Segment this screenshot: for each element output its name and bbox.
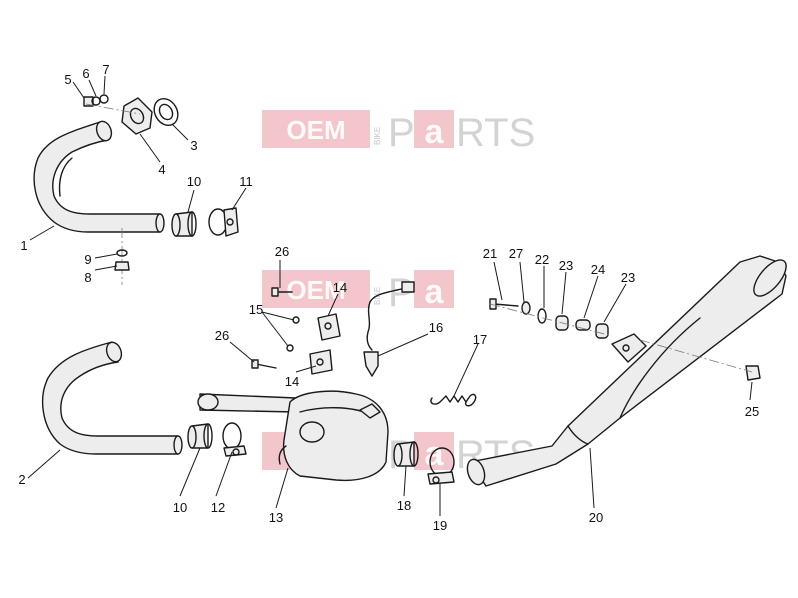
callout-14-lower: 14: [285, 374, 299, 389]
callout-25: 25: [745, 404, 759, 419]
pipe-sleeve-upper: [171, 211, 197, 237]
callout-7: 7: [102, 62, 109, 77]
callout-6: 6: [82, 66, 89, 81]
callout-26-upper: 26: [275, 244, 289, 259]
silencer: [466, 255, 787, 487]
watermark-p-text: P: [388, 111, 415, 155]
muffler-washer: [521, 301, 531, 315]
stud-nut: [83, 94, 141, 115]
callout-9: 9: [84, 252, 91, 267]
muffler-clamp: [427, 447, 455, 485]
watermark-rts-text: RTS: [456, 111, 535, 155]
callout-15: 15: [249, 302, 263, 317]
callout-13: 13: [269, 510, 283, 525]
callout-23-right: 23: [621, 270, 635, 285]
callout-14-upper: 14: [333, 280, 347, 295]
callout-26-lower: 26: [215, 328, 229, 343]
callout-16: 16: [429, 320, 443, 335]
callout-10-lower: 10: [173, 500, 187, 515]
callout-19: 19: [433, 518, 447, 533]
callout-12: 12: [211, 500, 225, 515]
cap-nut: [745, 365, 761, 381]
oxygen-sensor: [363, 281, 415, 377]
mounting-bracket-upper: [317, 313, 341, 341]
callout-24: 24: [591, 262, 605, 277]
callout-2: 2: [18, 472, 25, 487]
callout-4: 4: [158, 162, 165, 177]
header-pipe-upper: [33, 120, 165, 233]
callout-23-left: 23: [559, 258, 573, 273]
mounting-bracket-lower: [309, 349, 333, 375]
watermark-p-text: P: [388, 271, 415, 315]
watermark-oem-text: OEM: [286, 115, 345, 145]
pipe-clamp-upper: [208, 207, 239, 237]
flange-gasket: [153, 97, 179, 127]
callout-11: 11: [239, 174, 253, 189]
callout-5: 5: [64, 72, 71, 87]
pipe-sleeve-lower: [187, 423, 213, 449]
watermark-a-text: a: [425, 113, 445, 151]
watermark-a-text: a: [425, 273, 445, 311]
leader-lines: [27, 75, 753, 516]
muffler-sleeve: [393, 441, 419, 467]
bolt-lower: [251, 359, 277, 369]
callout-27: 27: [509, 246, 523, 261]
callout-10-upper: 10: [187, 174, 201, 189]
callout-8: 8: [84, 270, 91, 285]
muffler-spacer: [537, 308, 547, 324]
drain-bolt-washer: [114, 228, 130, 285]
watermark-bike-text: BIKE: [373, 127, 382, 145]
bolt-upper: [271, 287, 293, 297]
callout-22: 22: [535, 252, 549, 267]
callout-3: 3: [190, 138, 197, 153]
callout-labels: 1 2 3 4 5 6 7 8 9 10 10 11 12 13 14 14 1…: [18, 62, 759, 533]
collector-box: [197, 390, 389, 482]
header-pipe-lower: [41, 341, 183, 455]
rubber-grommet-right: [595, 323, 609, 339]
callout-17: 17: [473, 332, 487, 347]
watermark-a-text: a: [425, 435, 445, 473]
watermark-top: OEM BIKE P a RTS: [262, 110, 535, 155]
tension-spring: [430, 393, 477, 407]
callout-18: 18: [397, 498, 411, 513]
callout-20: 20: [589, 510, 603, 525]
callout-21: 21: [483, 246, 497, 261]
pipe-clamp-lower: [222, 422, 247, 457]
small-nut-lower: [286, 344, 294, 352]
callout-1: 1: [20, 238, 27, 253]
exhaust-flange: [121, 97, 153, 135]
